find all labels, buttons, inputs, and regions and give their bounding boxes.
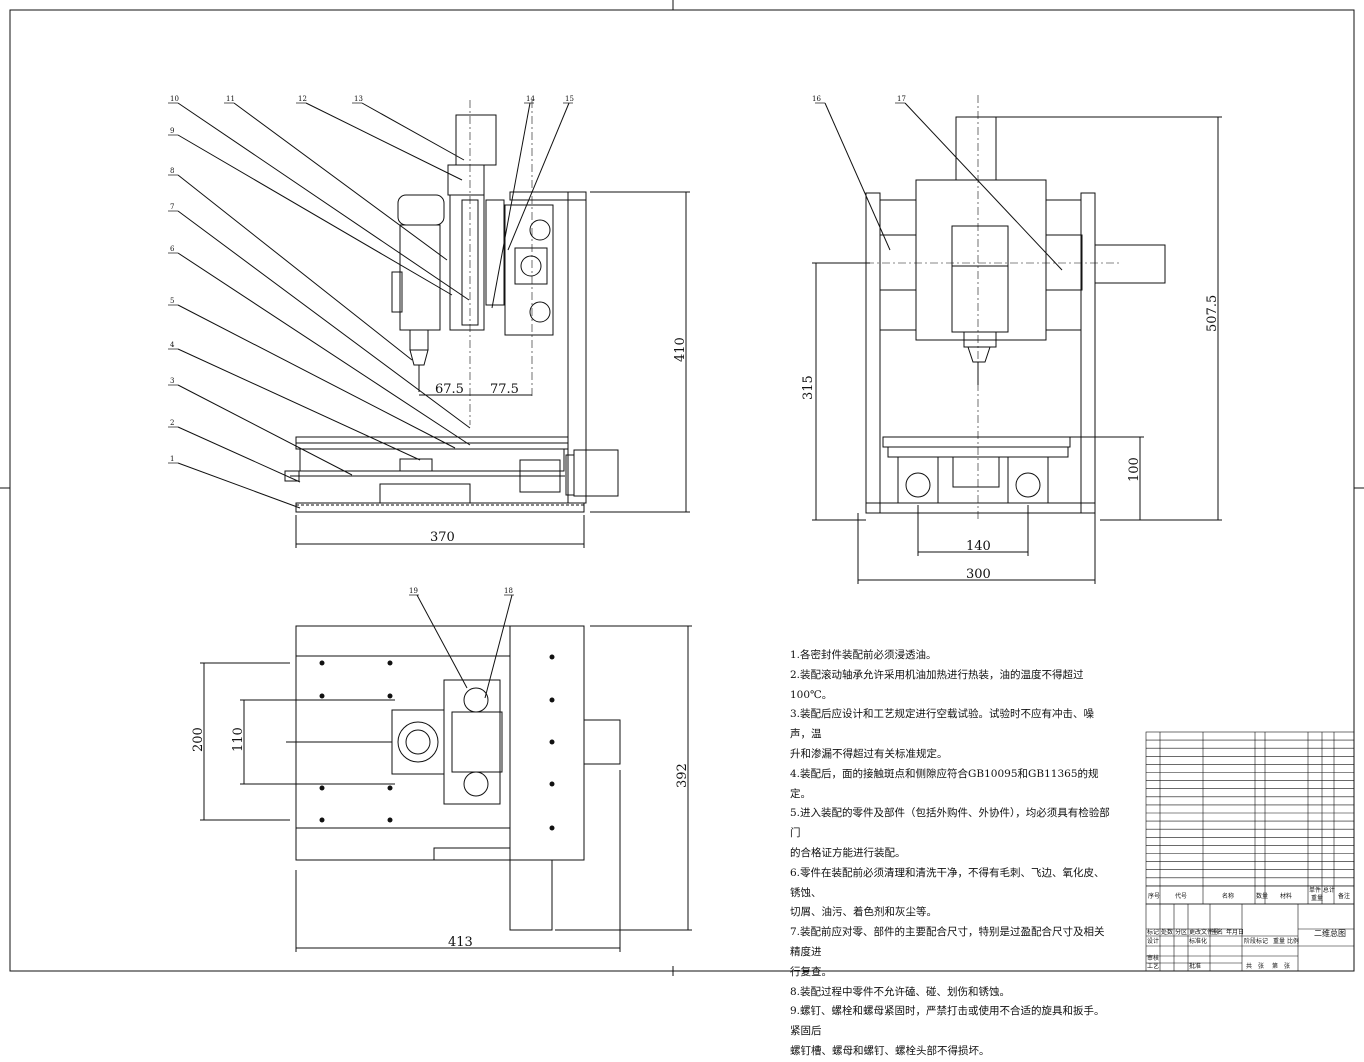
drawing-name: 二维总图 <box>1314 929 1346 938</box>
tb-label-design: 设计 <box>1147 937 1159 945</box>
note-line: 9.螺钉、螺栓和螺母紧固时，严禁打击或使用不合适的旋具和扳手。紧固后 <box>790 1005 1105 1038</box>
balloon-2: 2 <box>170 419 174 427</box>
bom-table <box>1145 731 1355 905</box>
bom-header-weight2: 重量 <box>1311 894 1323 902</box>
balloon-15: 15 <box>565 95 574 103</box>
balloon-16: 16 <box>812 95 821 103</box>
tb-label-weight: 重量 <box>1273 937 1285 945</box>
dim-100: 100 <box>1127 457 1142 482</box>
tb-label-scale: 比例 <box>1287 937 1299 945</box>
front-view-balloons: 10 11 12 13 14 15 9 8 7 6 5 4 3 2 1 <box>170 95 574 463</box>
balloon-13: 13 <box>354 95 363 103</box>
dim-410: 410 <box>673 337 688 362</box>
note-line: 升和渗漏不得超过有关标准规定。 <box>790 747 948 760</box>
top-view-labels: 19 18 200 110 392 413 <box>191 587 690 950</box>
balloon-1: 1 <box>170 455 174 463</box>
bom-header-code: 代号 <box>1175 892 1187 900</box>
bom-header: 序号 代号 名称 数量 材料 单件 总计 重量 备注 <box>1148 886 1350 902</box>
balloon-17: 17 <box>897 95 906 103</box>
dim-200: 200 <box>191 727 206 752</box>
dim-140: 140 <box>966 539 991 554</box>
balloon-12: 12 <box>298 95 307 103</box>
tb-label-total: 共 <box>1246 962 1252 970</box>
balloon-6: 6 <box>170 245 175 253</box>
front-view-dimensions: 370 410 67.5 77.5 <box>430 337 688 545</box>
note-line: 切屑、油污、着色剂和灰尘等。 <box>790 906 937 919</box>
note-line: 7.装配前应对零、部件的主要配合尺寸，特别是过盈配合尺寸及相关精度进 <box>790 926 1105 958</box>
tb-label-count: 处数 <box>1161 928 1173 936</box>
top-view <box>200 594 692 952</box>
bom-header-seq: 序号 <box>1148 892 1160 900</box>
tb-label-stage: 阶段标记 <box>1244 937 1268 945</box>
bom-header-qty: 数量 <box>1256 892 1268 900</box>
balloon-11: 11 <box>226 95 235 103</box>
balloon-5: 5 <box>170 297 174 305</box>
dim-392: 392 <box>675 763 690 788</box>
note-line: 4.装配后，面的接触斑点和侧隙应符合GB10095和GB11365的规定。 <box>790 767 1099 800</box>
technical-requirements: 1.各密封件装配前必须浸透油。 2.装配滚动轴承允许采用机油加热进行热装，油的温度… <box>790 646 1110 1062</box>
tb-label-sheet: 张 <box>1284 962 1290 970</box>
balloon-10: 10 <box>170 95 179 103</box>
note-line: 6.零件在装配前必须清理和清洗干净，不得有毛刺、飞边、氧化皮、锈蚀、 <box>790 866 1105 899</box>
bom-header-name: 名称 <box>1222 892 1234 900</box>
note-line: 5.进入装配的零件及部件（包括外购件、外协件），均必须具有检验部门 <box>790 807 1110 840</box>
tb-label-sign: 签名 <box>1211 928 1223 936</box>
tb-label-approve: 批准 <box>1189 962 1201 970</box>
tb-label-date: 年月日 <box>1226 928 1244 936</box>
bom-header-weight: 单件 总计 <box>1309 886 1335 894</box>
side-view <box>812 95 1222 584</box>
tb-label-review: 审核 <box>1147 954 1159 962</box>
tb-label-zone: 分区 <box>1175 928 1187 936</box>
balloon-3: 3 <box>170 377 174 385</box>
tb-label-change-doc: 更改文件号 <box>1189 928 1219 936</box>
assembly-drawing: 10 11 12 13 14 15 9 8 7 6 5 4 3 2 1 370 … <box>0 0 1364 976</box>
dim-413: 413 <box>448 935 473 950</box>
sheet-frame <box>0 0 1364 976</box>
balloon-9: 9 <box>170 127 174 135</box>
note-line: 的合格证方能进行装配。 <box>790 846 906 859</box>
balloon-8: 8 <box>170 167 174 175</box>
note-line: 2.装配滚动轴承允许采用机油加热进行热装，油的温度不得超过100℃。 <box>790 668 1084 701</box>
top-view-holes <box>319 654 555 831</box>
balloon-18: 18 <box>504 587 513 595</box>
dim-110: 110 <box>231 727 246 752</box>
dim-300: 300 <box>966 567 991 582</box>
note-line: 行复查。 <box>790 965 832 978</box>
title-block-labels: 标记 处数 分区 更改文件号 签名 年月日 设计 标准化 阶段标记 重量 比例 … <box>1147 928 1299 970</box>
dim-67-5: 67.5 <box>435 382 464 397</box>
dim-507-5: 507.5 <box>1205 295 1220 332</box>
balloon-14: 14 <box>526 95 535 103</box>
tb-label-process: 工艺 <box>1147 962 1159 970</box>
balloon-19: 19 <box>409 587 418 595</box>
dim-315: 315 <box>801 375 816 400</box>
note-line: 1.各密封件装配前必须浸透油。 <box>790 649 937 661</box>
side-view-labels: 16 17 507.5 315 100 140 300 <box>801 95 1220 582</box>
tb-label-sheets: 张 <box>1258 962 1264 970</box>
note-line: 8.装配过程中零件不允许磕、碰、划伤和锈蚀。 <box>790 985 1011 998</box>
title-block <box>1145 903 1355 972</box>
tb-label-mark: 标记 <box>1147 928 1159 936</box>
front-view <box>168 100 690 548</box>
note-line: 螺钉槽、螺母和螺钉、螺栓头部不得损坏。 <box>790 1044 990 1057</box>
bom-header-material: 材料 <box>1280 892 1292 900</box>
dim-370: 370 <box>430 530 455 545</box>
tb-label-standard: 标准化 <box>1189 937 1207 945</box>
dim-77-5: 77.5 <box>490 382 519 397</box>
balloon-7: 7 <box>170 203 174 211</box>
bom-header-remark: 备注 <box>1338 892 1350 900</box>
tb-label-num: 第 <box>1272 962 1278 970</box>
balloon-4: 4 <box>170 341 175 349</box>
note-line: 3.装配后应设计和工艺规定进行空载试验。试验时不应有冲击、噪声，温 <box>790 708 1095 741</box>
